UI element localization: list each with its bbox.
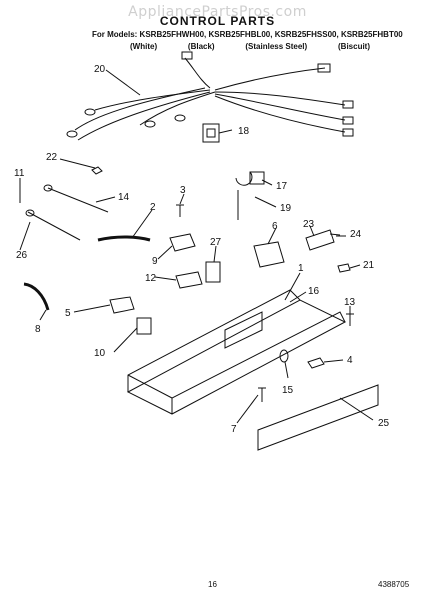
variant-biscuit: (Biscuit) — [338, 42, 370, 51]
callout-19: 19 — [280, 203, 292, 214]
tube-2 — [97, 235, 151, 242]
callout-13: 13 — [344, 297, 356, 308]
switch-5 — [109, 296, 135, 314]
callout-21: 21 — [363, 260, 375, 271]
screw-3 — [176, 204, 184, 217]
trim-strip — [257, 384, 379, 451]
lamp-socket — [249, 171, 265, 185]
callout-10: 10 — [94, 348, 106, 359]
switch-9 — [169, 233, 196, 252]
sensor-tube-lower — [27, 211, 81, 241]
callout-8: 8 — [35, 324, 41, 335]
cover-plate-slot — [206, 128, 216, 138]
variant-white: (White) — [130, 42, 158, 51]
lamp-bulb — [235, 171, 253, 186]
switch-12 — [175, 271, 203, 289]
callout-27: 27 — [210, 237, 222, 248]
screw-13 — [346, 313, 354, 326]
label-10 — [136, 317, 152, 335]
callout-17: 17 — [276, 181, 288, 192]
bracket-23 — [305, 229, 335, 251]
sensor-tube-upper — [47, 187, 109, 213]
callout-6: 6 — [272, 221, 278, 232]
callout-3: 3 — [180, 185, 186, 196]
clip-4 — [307, 357, 325, 369]
callout-18: 18 — [238, 126, 250, 137]
callout-1: 1 — [298, 263, 304, 274]
callout-2: 2 — [150, 202, 156, 213]
callout-22: 22 — [46, 152, 58, 163]
callout-11: 11 — [14, 168, 25, 179]
callout-4: 4 — [347, 355, 353, 366]
callout-12: 12 — [145, 273, 157, 284]
watermark: AppliancePartsPros.com — [128, 4, 307, 20]
callout-numbers: 20 18 22 17 11 14 3 19 2 6 23 24 26 27 9… — [14, 64, 390, 435]
variant-black: (Black) — [187, 42, 215, 51]
page-number: 16 — [208, 580, 217, 589]
callout-5: 5 — [65, 308, 71, 319]
cover-plate — [202, 123, 220, 143]
color-variants: (White) (Black) (Stainless Steel) (Biscu… — [130, 42, 370, 51]
wire-harness — [66, 51, 354, 141]
callout-16: 16 — [308, 286, 320, 297]
callout-24: 24 — [350, 229, 362, 240]
document-number: 4388705 — [378, 580, 410, 589]
label-27 — [205, 261, 221, 283]
callout-25: 25 — [378, 418, 390, 429]
model-list: For Models: KSRB25FHWH00, KSRB25FHBL00, … — [92, 30, 403, 39]
clip — [91, 166, 103, 175]
callout-14: 14 — [118, 192, 130, 203]
callout-9: 9 — [152, 256, 158, 267]
leader-lines — [19, 69, 374, 424]
callout-20: 20 — [94, 64, 106, 75]
callout-15: 15 — [282, 385, 294, 396]
callout-7: 7 — [231, 424, 237, 435]
thermostat-6 — [253, 241, 285, 268]
tube-8 — [23, 282, 50, 311]
page-title: CONTROL PARTS — [159, 14, 276, 28]
variant-stainless: (Stainless Steel) — [245, 42, 308, 51]
screw-7 — [258, 387, 266, 402]
callout-26: 26 — [16, 250, 28, 261]
control-housing — [126, 289, 347, 415]
callout-23: 23 — [303, 219, 315, 230]
knob-21 — [337, 263, 351, 273]
bulb-15 — [279, 349, 289, 363]
